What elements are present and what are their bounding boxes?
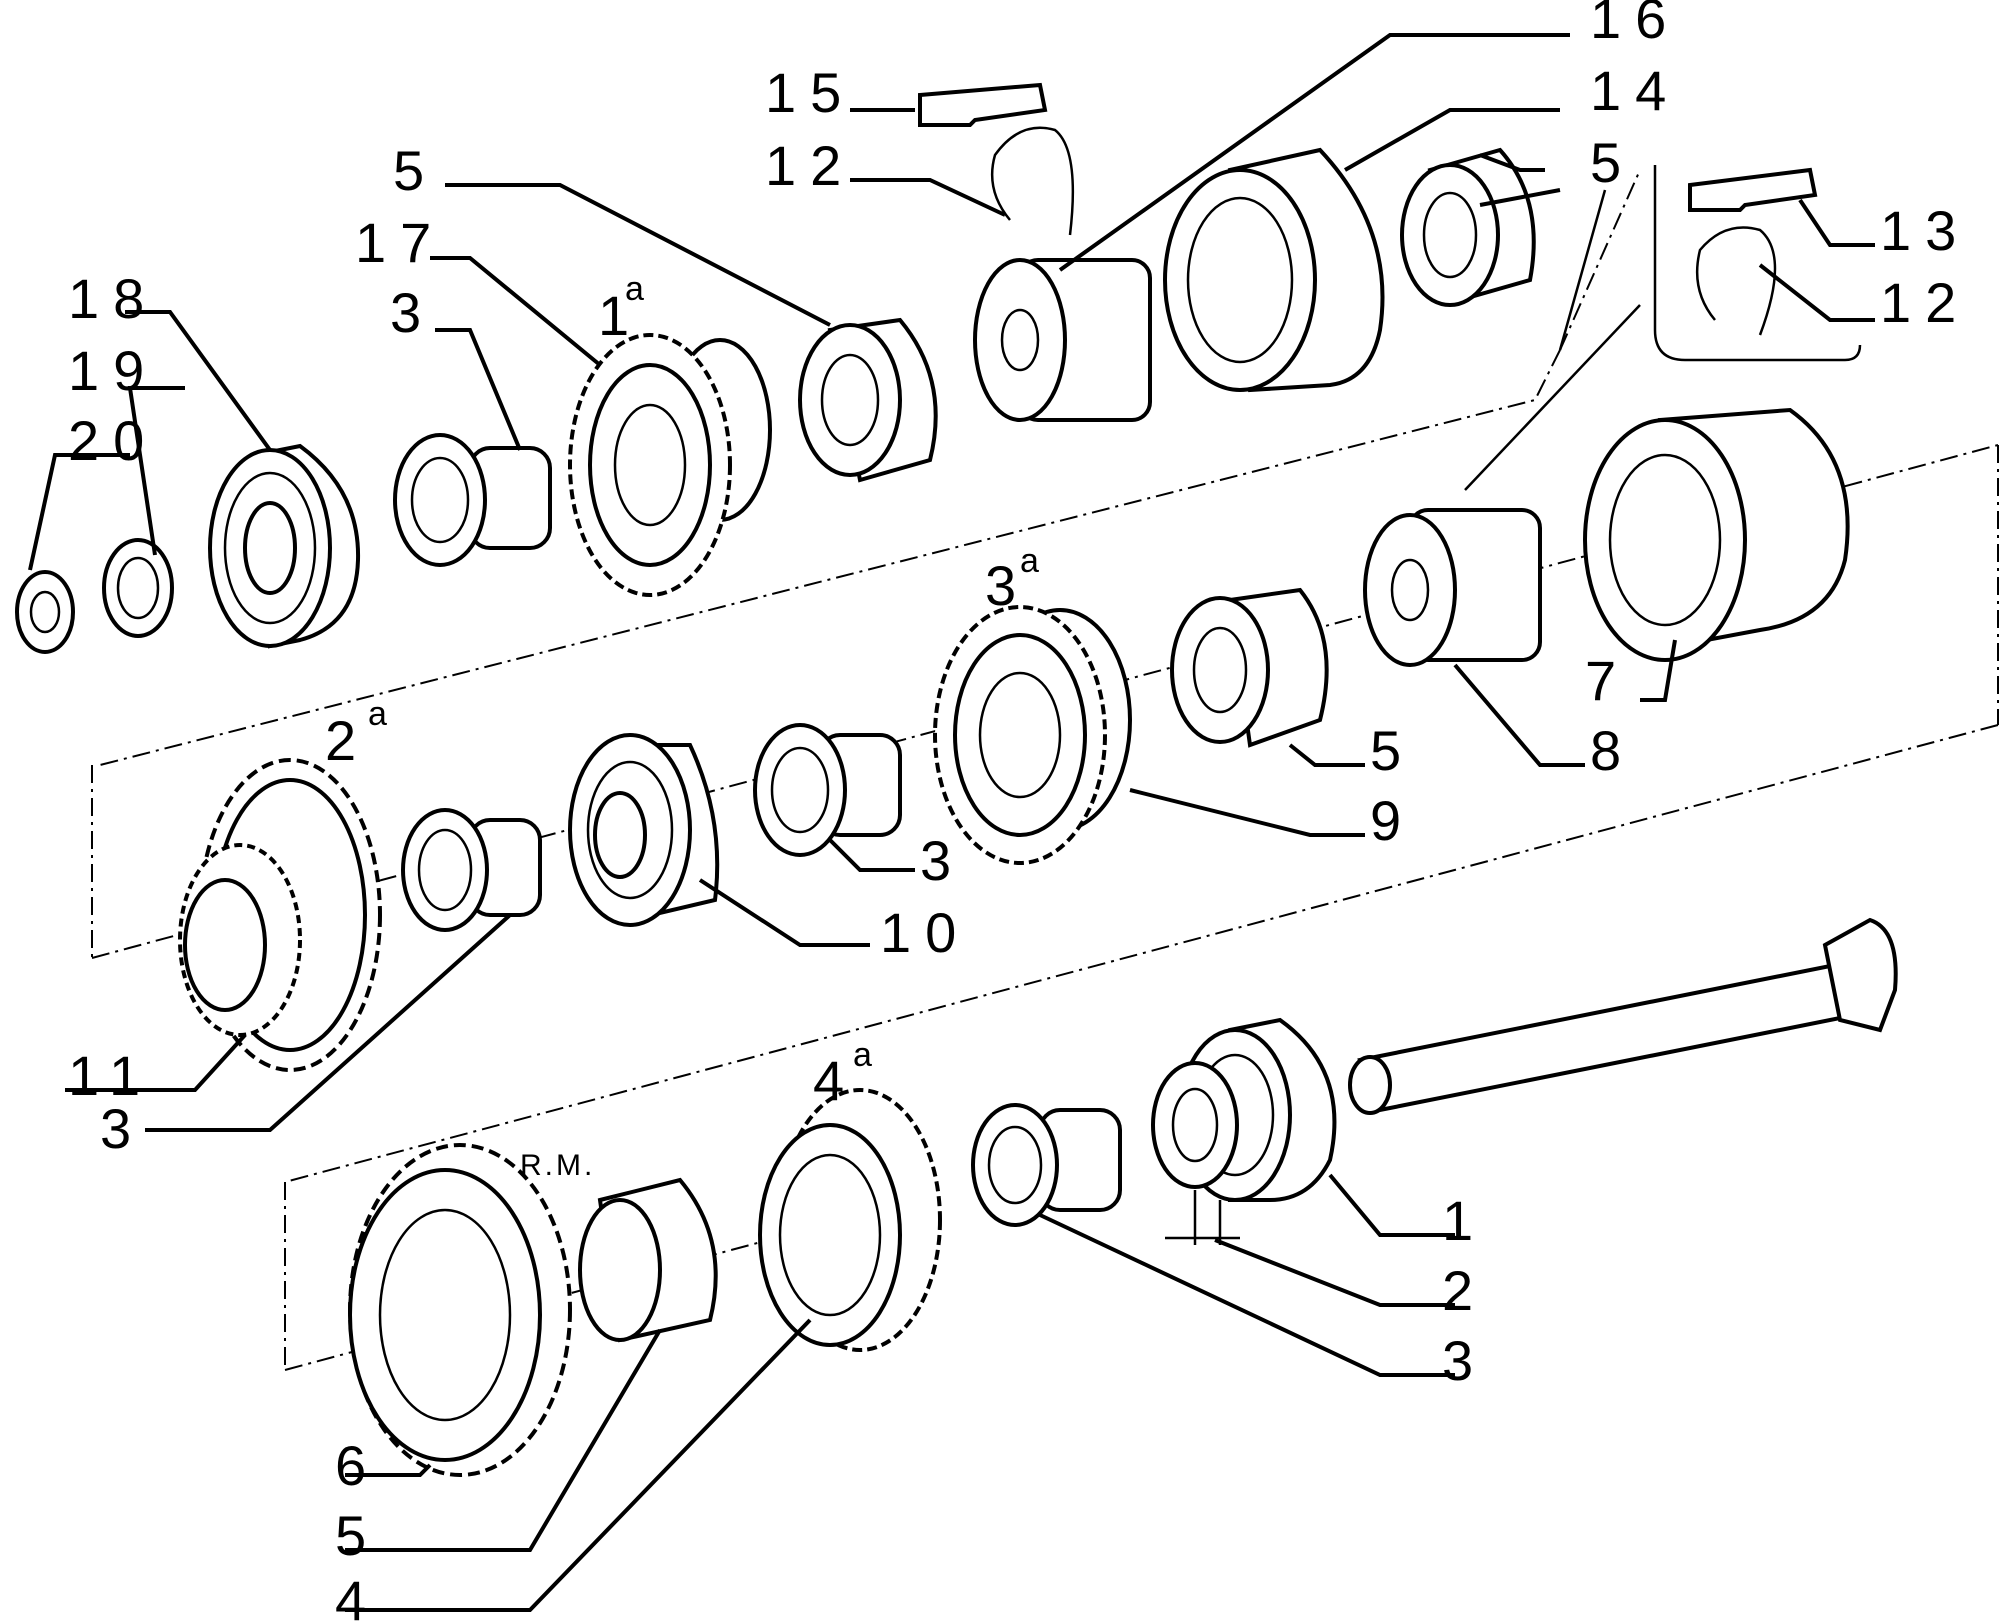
callout-5-top-right: 5 — [1590, 131, 1635, 194]
callout-3-left: 3 — [100, 1097, 145, 1160]
fourth-gear-label-sup: a — [853, 1036, 872, 1074]
circlip-part-12-right — [1695, 226, 1777, 336]
gear-labels: 1 a 2 a 3 a 4 a R.M. — [325, 270, 1039, 1182]
needle-bearing-part-3-top — [393, 433, 552, 567]
hub-part-8 — [1363, 508, 1542, 667]
shim-part-2 — [1151, 1061, 1239, 1189]
callout-10: 10 — [880, 901, 970, 964]
callout-5-bottom: 5 — [335, 1504, 380, 1567]
callout-11: 11 — [68, 1044, 154, 1107]
needle-bearing-part-3-middle — [753, 723, 902, 857]
callout-1: 1 — [1442, 1189, 1487, 1252]
callout-15: 15 — [765, 61, 855, 124]
fourth-gear-label: 4 — [813, 1049, 858, 1112]
callout-8: 8 — [1590, 719, 1635, 782]
callout-labels: 20 19 18 17 3 5 15 12 16 14 5 13 12 7 8 … — [68, 0, 1970, 1622]
needle-bearing-part-3-left — [401, 808, 542, 932]
callout-3-top: 3 — [390, 281, 435, 344]
callout-14: 14 — [1590, 59, 1680, 122]
key-part-13 — [1688, 167, 1818, 212]
first-gear-label: 1 — [598, 284, 643, 347]
synchro-ring-part-5-top-right — [1400, 147, 1536, 307]
callout-12-right: 12 — [1880, 271, 1970, 334]
synchro-ring-part-5-top — [798, 317, 938, 483]
callout-18: 18 — [68, 267, 158, 330]
third-gear-part-9 — [933, 605, 1132, 865]
callout-6: 6 — [335, 1434, 380, 1497]
callout-7: 7 — [1585, 649, 1630, 712]
second-gear-label: 2 — [325, 709, 370, 772]
callout-17: 17 — [355, 211, 445, 274]
callout-4: 4 — [335, 1569, 380, 1622]
key-part-15 — [918, 82, 1048, 127]
reverse-gear-label: R.M. — [520, 1149, 595, 1182]
callout-12-top: 12 — [765, 134, 855, 197]
first-gear-label-sup: a — [625, 270, 644, 308]
callout-20: 20 — [68, 409, 158, 472]
third-gear-label-sup: a — [1020, 542, 1039, 580]
second-gear-part-11 — [178, 758, 382, 1072]
second-gear-label-sup: a — [368, 695, 387, 733]
circlip-part-12-top — [990, 126, 1075, 236]
callout-13: 13 — [1880, 199, 1970, 262]
reverse-gear-part-6 — [348, 1143, 572, 1477]
needle-bearing-part-3-bottom — [971, 1103, 1122, 1227]
first-gear-part-17 — [568, 333, 772, 597]
sleeve-part-7 — [1583, 407, 1850, 662]
sleeve-part-14 — [1163, 147, 1385, 393]
spacer-part-10 — [568, 733, 720, 927]
callout-5-top: 5 — [393, 139, 438, 202]
bearing-part-18 — [208, 443, 361, 649]
callout-9: 9 — [1370, 789, 1415, 852]
shaft — [1348, 917, 1898, 1115]
nut-part-20 — [15, 570, 75, 654]
callout-5-middle: 5 — [1370, 719, 1415, 782]
callout-16: 16 — [1590, 0, 1680, 50]
callout-3-bottom: 3 — [1442, 1329, 1487, 1392]
callout-19: 19 — [68, 339, 158, 402]
hub-part-16 — [973, 258, 1152, 422]
washer-part-19 — [102, 538, 174, 638]
callout-3-middle: 3 — [920, 829, 965, 892]
synchro-ring-part-5-middle — [1170, 587, 1329, 748]
fourth-gear-part-4 — [758, 1088, 942, 1352]
callout-2: 2 — [1442, 1259, 1487, 1322]
synchro-ring-part-5-bottom — [578, 1177, 718, 1343]
leader-lines — [28, 33, 1875, 1612]
third-gear-label: 3 — [985, 554, 1030, 617]
